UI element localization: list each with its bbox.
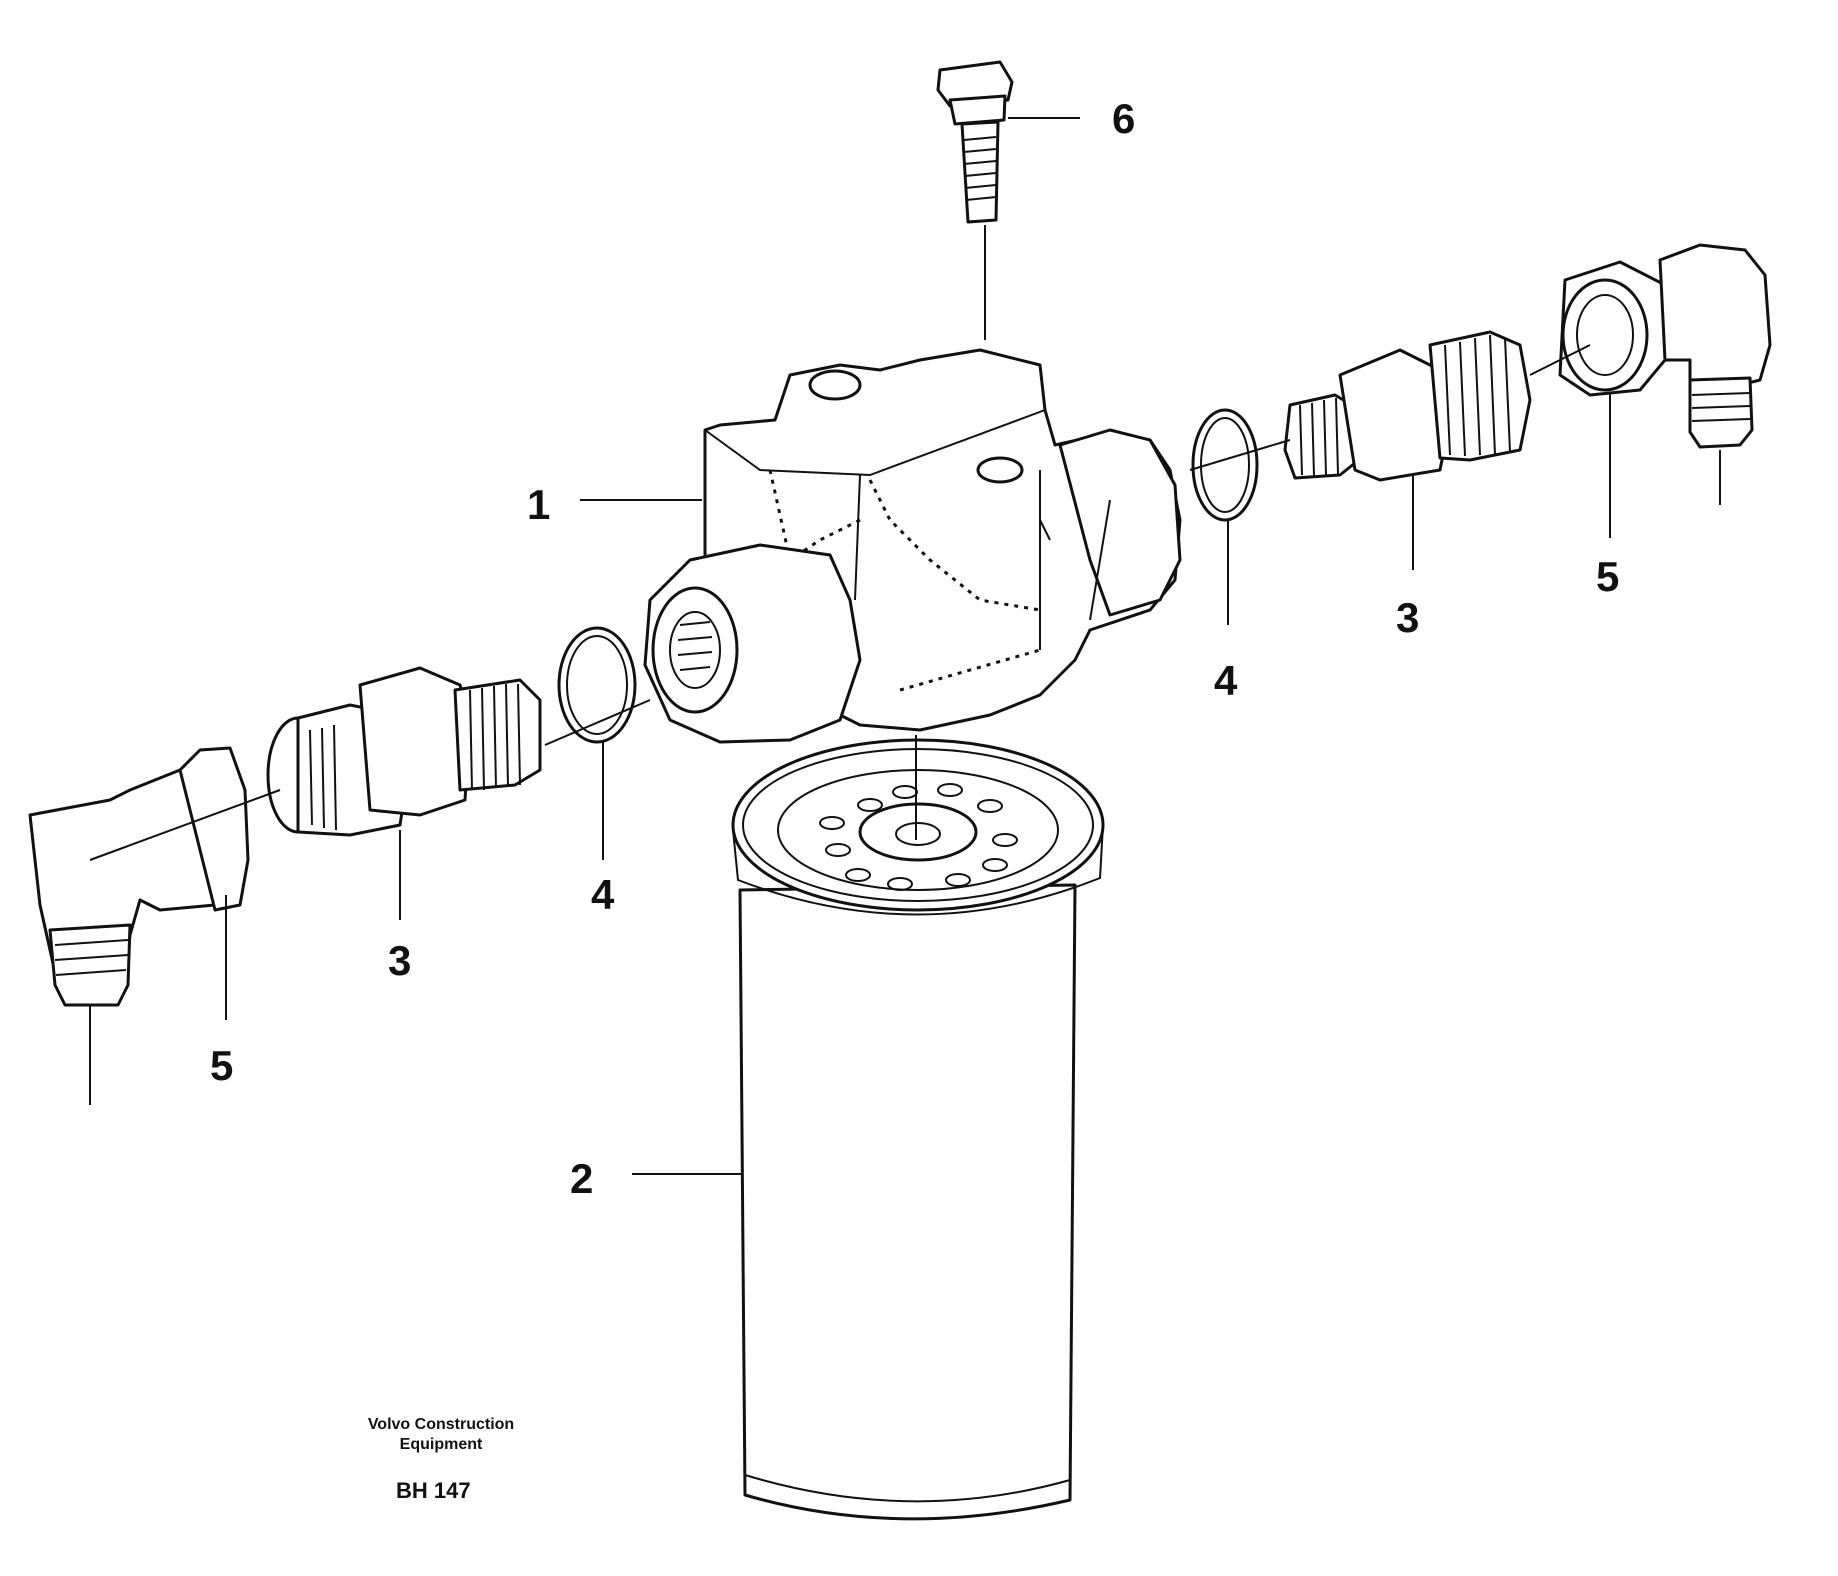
adapter-left-part [266, 666, 542, 837]
o-ring-left-inner [566, 635, 628, 735]
callout-6: 6 [1112, 95, 1136, 142]
o-ring-left-part [557, 626, 637, 744]
callout-4-right: 4 [1214, 657, 1238, 704]
leader-lines [225, 117, 1611, 1175]
callout-3-left: 3 [388, 937, 412, 984]
figure-code: BH 147 [396, 1478, 471, 1503]
bolt-part [936, 60, 1014, 340]
callout-4-left: 4 [591, 871, 615, 918]
callout-2: 2 [570, 1155, 594, 1202]
caption-line-1: Volvo Construction [367, 1416, 515, 1433]
callout-1: 1 [527, 481, 551, 528]
o-ring-right-inner [1200, 417, 1250, 513]
callout-3-right: 3 [1396, 594, 1420, 641]
callout-5-left: 5 [210, 1042, 234, 1089]
filter-head-part [643, 348, 1182, 744]
assembly-axis-lines [89, 344, 1591, 861]
callout-5-right: 5 [1596, 553, 1620, 600]
o-ring-right-part [1191, 408, 1259, 522]
filter-cartridge-part [731, 738, 1105, 1521]
caption-line-2: Equipment [399, 1436, 483, 1453]
adapter-right-part [1283, 330, 1532, 482]
elbow-right-part [1558, 243, 1772, 505]
publisher-caption: Volvo Construction Equipment [350, 1415, 532, 1455]
